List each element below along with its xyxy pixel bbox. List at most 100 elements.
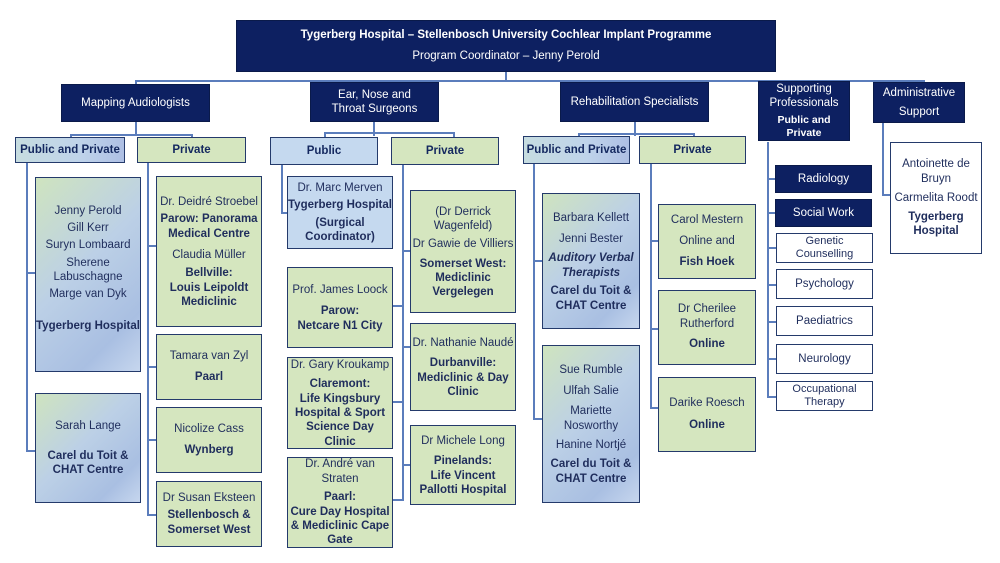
connector-rehab-pr-h3 <box>650 407 660 409</box>
supporting-paediatrics[interactable]: Paediatrics <box>776 306 873 336</box>
connector-mapping-pr-vert <box>147 162 149 516</box>
connector-sup-h7 <box>767 396 776 398</box>
person-name: Gill Kerr <box>67 221 109 234</box>
location-label: Claremont: <box>309 378 371 391</box>
connector-sup-h3 <box>767 247 776 249</box>
connector-mapping-pr-h3 <box>147 439 157 441</box>
dept-rehabilitation-specialists[interactable]: Rehabilitation Specialists <box>560 82 709 122</box>
location-label: Bellville: <box>185 267 233 280</box>
connector-admin-h1 <box>882 194 891 196</box>
connector-mapping-pr-h4 <box>147 514 157 516</box>
admin-team[interactable]: Antoinette de Bruyn Carmelita Roodt Tyge… <box>890 142 982 254</box>
connector-ent-pr-hL2 <box>393 401 403 403</box>
ent-public-label: Public <box>306 144 342 157</box>
role-label: Auditory Verbal Therapists <box>548 252 634 279</box>
location-label: Life Vincent Pallotti Hospital <box>419 469 507 496</box>
supporting-radiology[interactable]: Radiology <box>775 165 872 193</box>
ent-private-header[interactable]: Private <box>391 137 499 165</box>
ent-public-header[interactable]: Public <box>270 137 378 165</box>
mapping-stroebel-muller[interactable]: Dr. Deidré Stroebel Parow: Panorama Medi… <box>156 176 262 327</box>
root-title: Tygerberg Hospital – Stellenbosch Univer… <box>300 29 712 42</box>
mapping-tygerberg-team[interactable]: Jenny Perold Gill Kerr Suryn Lombaard Sh… <box>35 177 141 372</box>
connector-mapping-pp-vert <box>26 162 28 452</box>
location-label: Online <box>689 337 725 350</box>
connector-rehab-pr-vert <box>650 164 652 409</box>
location-label: Fish Hoek <box>679 256 735 269</box>
supporting-psychology[interactable]: Psychology <box>776 269 873 299</box>
location-label: Carel du Toit & CHAT Centre <box>47 449 129 476</box>
person-name: Dr Michele Long <box>421 435 505 448</box>
connector-ent-down <box>373 122 375 136</box>
dept-rehab-label: Rehabilitation Specialists <box>570 95 699 108</box>
location-label: Netcare N1 City <box>297 319 383 332</box>
rehab-kellett-bester[interactable]: Barbara Kellett Jenni Bester Auditory Ve… <box>542 193 640 329</box>
mapping-carel-du-toit[interactable]: Sarah Lange Carel du Toit & CHAT Centre <box>35 393 141 503</box>
connector-rehab-pp-h2 <box>533 418 543 420</box>
location-label: Wynberg <box>184 444 234 457</box>
location-label: Cure Day Hospital & Mediclinic Cape Gate <box>290 505 390 547</box>
connector-ent-bus <box>324 132 454 134</box>
rehab-public-private-header[interactable]: Public and Private <box>523 136 630 164</box>
mapping-cass[interactable]: Nicolize Cass Wynberg <box>156 407 262 473</box>
root-node[interactable]: Tygerberg Hospital – Stellenbosch Univer… <box>236 20 776 72</box>
person-name: Ulfah Salie <box>563 385 619 398</box>
dept-ent-label: Ear, Nose and Throat Surgeons <box>331 88 418 115</box>
person-name: Sue Rumble <box>559 364 623 377</box>
location-label: Tygerberg Hospital <box>36 320 140 333</box>
location-label: Tygerberg Hospital <box>288 199 392 212</box>
person-name: Marge van Dyk <box>49 288 127 301</box>
person-name: Sherene Labuschagne <box>53 256 123 283</box>
ent-private-label: Private <box>425 144 465 157</box>
person-name: Dr. Gary Kroukamp <box>290 359 390 372</box>
item-label: Genetic Counselling <box>795 235 854 260</box>
mapping-public-private-header[interactable]: Public and Private <box>15 137 125 163</box>
ent-wagenfeld-de-villiers[interactable]: (Dr Derrick Wagenfeld) Dr Gawie de Villi… <box>410 190 516 313</box>
rehab-mestern[interactable]: Carol Mestern Online and Fish Hoek <box>658 204 756 279</box>
mapping-van-zyl[interactable]: Tamara van Zyl Paarl <box>156 334 262 400</box>
person-name: Dr Susan Eksteen <box>162 491 256 504</box>
ent-long[interactable]: Dr Michele Long Pinelands: Life Vincent … <box>410 425 516 505</box>
connector-ent-pub-h1 <box>281 212 289 214</box>
ent-van-straten[interactable]: Dr. André van Straten Paarl: Cure Day Ho… <box>287 457 393 548</box>
item-label: Radiology <box>797 172 850 185</box>
connector-sup-h6 <box>767 358 776 360</box>
ent-loock[interactable]: Prof. James Loock Parow: Netcare N1 City <box>287 267 393 348</box>
person-name: Dr. Deidré Stroebel <box>160 195 258 208</box>
person-name: Nicolize Cass <box>174 423 244 436</box>
connector-mapping-pp <box>70 134 72 138</box>
location-label: Carel du Toit & CHAT Centre <box>550 285 632 312</box>
connector-sup-h4 <box>767 284 776 286</box>
location-label: Mediclinic & Day Clinic <box>417 371 509 398</box>
ent-merven[interactable]: Dr. Marc Merven Tygerberg Hospital (Surg… <box>287 176 393 249</box>
connector-rehab-down <box>634 122 636 136</box>
dept-ent-surgeons[interactable]: Ear, Nose and Throat Surgeons <box>310 82 439 122</box>
person-name: Mariette Nosworthy <box>563 405 619 432</box>
mapping-private-header[interactable]: Private <box>137 137 246 163</box>
dept-mapping-audiologists[interactable]: Mapping Audiologists <box>61 84 210 122</box>
location-label: Durbanville: <box>429 357 497 370</box>
supporting-genetic-counselling[interactable]: Genetic Counselling <box>776 233 873 263</box>
ent-naude[interactable]: Dr. Nathanie Naudé Durbanville: Mediclin… <box>410 323 516 411</box>
location-label: Life Kingsbury Hospital & Sport Science … <box>294 392 386 448</box>
connector-ent-pr-vert <box>402 165 404 501</box>
mapping-pp-label: Public and Private <box>20 143 120 156</box>
rehab-roesch[interactable]: Darike Roesch Online <box>658 377 756 452</box>
connector-mapping-pr-h1 <box>147 245 157 247</box>
supporting-social-work[interactable]: Social Work <box>775 199 872 227</box>
rehab-rutherford[interactable]: Dr Cherilee Rutherford Online <box>658 290 756 365</box>
ent-kroukamp[interactable]: Dr. Gary Kroukamp Claremont: Life Kingsb… <box>287 357 393 449</box>
connector-rehab-pp-vert <box>533 164 535 420</box>
dept-administrative-support[interactable]: Administrative Support <box>873 82 965 123</box>
person-name: Jenny Perold <box>54 204 122 217</box>
rehab-rumble-team[interactable]: Sue Rumble Ulfah Salie Mariette Nosworth… <box>542 345 640 503</box>
dept-supporting-professionals[interactable]: Supporting Professionals Public and Priv… <box>758 81 850 141</box>
mapping-eksteen[interactable]: Dr Susan Eksteen Stellenbosch & Somerset… <box>156 481 262 547</box>
dept-supporting-sublabel: Public and Private <box>777 113 831 139</box>
supporting-neurology[interactable]: Neurology <box>776 344 873 374</box>
person-name: Prof. James Loock <box>292 284 388 297</box>
role-note: (Surgical Coordinator) <box>305 216 375 243</box>
rehab-private-header[interactable]: Private <box>639 136 746 164</box>
supporting-occupational-therapy[interactable]: Occupational Therapy <box>776 381 873 411</box>
person-name: Dr Gawie de Villiers <box>412 237 514 250</box>
person-name: Dr. Marc Merven <box>297 181 383 194</box>
